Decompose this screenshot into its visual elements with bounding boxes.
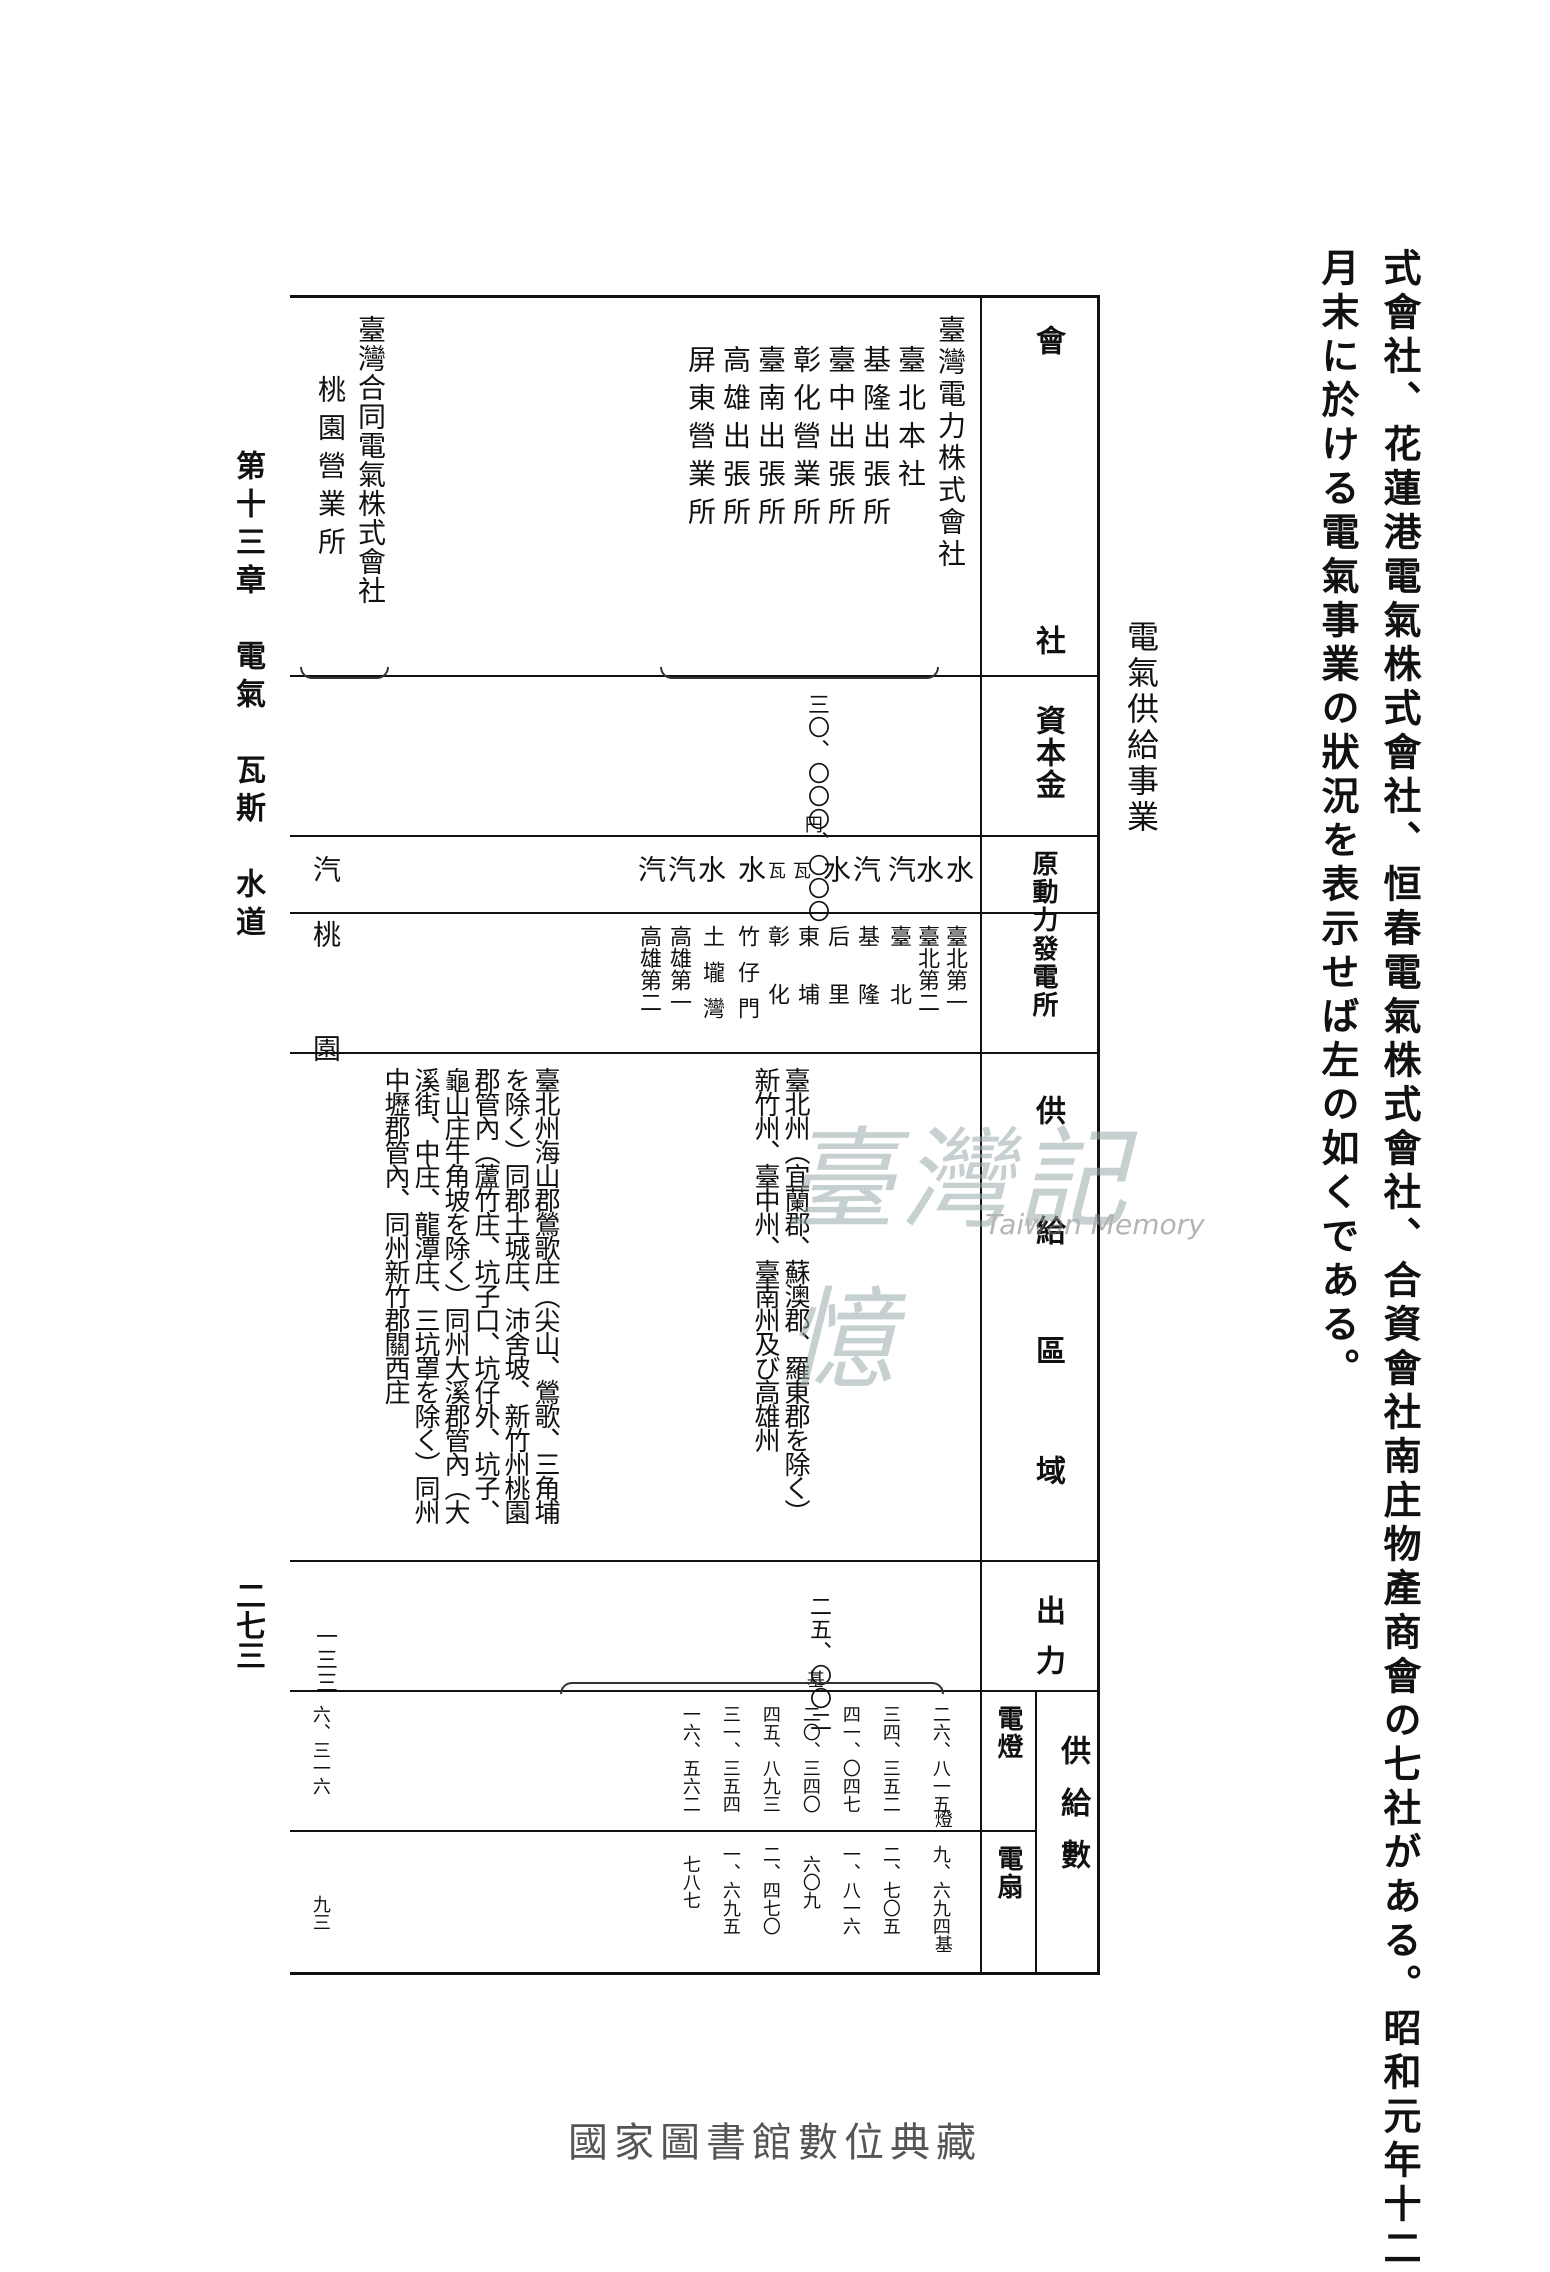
company-1-station: 臺北第一 [942,925,967,1013]
company-1-fans-unit: 基 [931,1935,953,1953]
company-1-station: 基隆 [854,925,879,1041]
company-1-capital: 三〇、〇〇〇、〇〇〇 [804,693,829,923]
company-1-lamps: 四一、〇四七 [839,1705,861,1813]
company-1-lamps: 一六、五六二 [679,1705,701,1813]
row-rule-2 [290,835,1100,837]
header-supply: 供給數 [1055,1735,1090,1891]
header-power: 原動力 [1028,850,1058,934]
company-1-output: 二五、〇〇二 [806,1595,831,1733]
company-1-station: 高雄第一 [666,925,691,1013]
page-number: 二七三 [230,1580,265,1670]
company-1-power: 水 [694,855,727,887]
company-1-name: 臺灣電力株式會社 [934,315,967,571]
company-1-power: 汽 [884,855,917,887]
header-company: 會 社 [1030,325,1065,725]
body-text-line-2: 月末に於ける電氣事業の狀況を表示せば左の如くである。 [1315,248,1360,1392]
company-1-power: 汽 [664,855,697,887]
company-2-branch: 桃園營業所 [314,375,347,565]
company-1-branch: 臺中出張所 [824,345,857,535]
watermark-cjk: 臺灣記憶 [785,1116,1133,1404]
company-1-station: 高雄第二 [636,925,661,1013]
company-1-power: 汽 [849,855,882,887]
company-2-fans: 九三 [309,1895,331,1931]
row-rule-7 [290,1830,1035,1832]
company-1-station: 東埔 [794,925,819,1041]
electricity-supply-table: 會 社 資本金 原動力 發電所 供 給 區 域 出力 供給數 電燈 電扇 臺灣電… [290,295,1100,1975]
company-2-station: 桃 園 [309,920,342,1072]
row-rule-1 [290,675,1100,677]
company-1-fans: 二、七〇五 [879,1845,901,1935]
company-1-power: 水 [912,855,945,887]
company-1-branch: 臺北本社 [894,345,927,497]
table-top-rule [290,295,1100,298]
company-1-fans: 六〇九 [799,1855,821,1909]
company-1-station: 臺北第二 [914,925,939,1013]
company-2-region: 臺北州海山郡鶯歌庄（尖山、鶯歌、三角埔を除く）同郡土城庄、沛舍坡、新竹州桃園郡管… [380,1067,560,1523]
company-1-fans: 一、六九五 [719,1845,741,1935]
company-1-power: 瓦 [764,861,786,879]
company-2-power: 汽 [309,855,342,887]
company-1-lamps: 三四、三五二 [879,1705,901,1813]
company-1-region: 臺北州（宜蘭郡、蘇澳郡、羅東郡を除く）新竹州、臺中州、臺南州及び高雄州 [750,1067,810,1523]
company-1-fans: 二、四七〇 [759,1845,781,1935]
company-1-fans: 一、八一六 [839,1845,861,1935]
header-capital: 資本金 [1030,705,1065,801]
company-1-branch: 臺南出張所 [754,345,787,535]
section-heading: 電氣供給事業 [1122,620,1160,836]
table-right-rule [1097,295,1100,1975]
company-1-fans: 七八七 [679,1855,701,1909]
company-1-branch: 屏東營業所 [684,345,717,535]
row-rule-6 [290,1690,1100,1692]
company-2-lamps: 六、三一六 [309,1705,331,1795]
watermark-en: Taiwan Memory [985,1208,1205,1241]
header-station: 發電所 [1028,935,1058,1019]
company-1-capital-unit: 円 [801,815,823,833]
taiwan-memory-watermark: 臺灣記憶 Taiwan Memory [785,1090,1215,1404]
company-2-brace [300,667,389,679]
header-region: 供 給 區 域 [1030,1095,1065,1515]
company-2-name: 臺灣合同電氣株式會社 [354,315,387,605]
company-1-power: 水 [819,855,852,887]
company-1-branch: 高雄出張所 [719,345,752,535]
company-1-branch: 基隆出張所 [859,345,892,535]
supply-sub-rule [1035,1690,1037,1975]
company-1-fans: 九、六九四 [929,1845,951,1935]
company-1-output-brace [560,1682,944,1694]
row-rule-5 [290,1560,1100,1562]
row-rule-3 [290,912,1100,914]
company-1-station: 后里 [824,925,849,1041]
company-1-lamps: 二〇、三四〇 [799,1705,821,1813]
chapter-footer: 第十三章 電氣 瓦斯 水道 [230,450,265,944]
company-1-lamps: 四五、八九三 [759,1705,781,1813]
company-2-output: 一三三 [312,1625,337,1694]
body-text-line-1: 式會社、花蓮港電氣株式會社、恒春電氣株式會社、合資會社南庄物產商會の七社がある。… [1377,248,1422,2272]
company-1-power: 瓦 [789,861,811,879]
header-output: 出力 [1030,1595,1065,1695]
header-lamp: 電燈 [993,1705,1023,1761]
company-1-lamps: 三一、三五四 [719,1705,741,1813]
header-fan: 電扇 [993,1845,1023,1901]
company-1-station: 竹仔門 [734,925,759,1033]
table-bottom-rule [290,1972,1100,1975]
collection-credit: 國家圖書館數位典藏 [568,2120,982,2166]
company-1-station: 土壠灣 [699,925,724,1033]
header-column-rule [980,295,982,1975]
company-1-lamps-unit: 燈 [931,1810,953,1828]
company-1-station: 彰化 [764,925,789,1041]
company-1-station: 臺北 [886,925,911,1041]
row-rule-4 [290,1052,1100,1054]
company-1-power: 水 [734,855,767,887]
company-1-branch: 彰化營業所 [789,345,822,535]
company-1-power: 水 [942,855,975,887]
company-1-lamps: 二六、八一五 [929,1705,951,1813]
company-1-power: 汽 [634,855,667,887]
company-1-brace [660,667,939,679]
